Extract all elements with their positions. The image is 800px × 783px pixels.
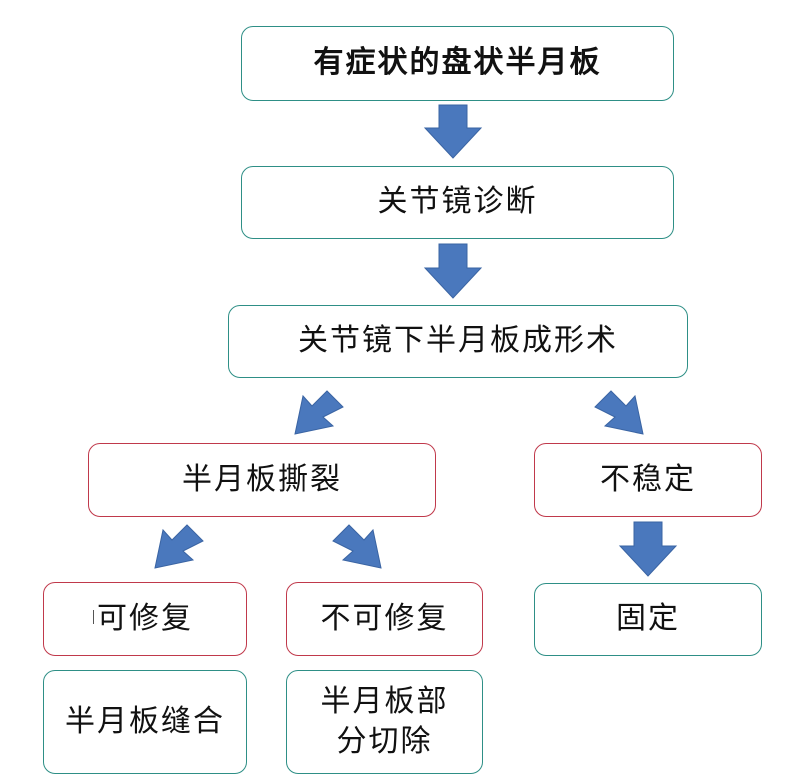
arrow-diag-repairable — [154, 524, 204, 569]
node-meniscus-suture-label: 半月板缝合 — [65, 703, 225, 739]
node-symptomatic-label: 有症状的盘状半月板 — [313, 45, 602, 81]
node-meniscoplasty: 关节镜下半月板成形术 — [228, 305, 688, 378]
node-partial-resection-label: 半月板部分切除 — [320, 683, 449, 760]
arrow-diag-irreparable — [332, 524, 382, 569]
node-repairable: 可修复 — [43, 582, 247, 656]
arrow-diag-unstable — [594, 390, 644, 435]
node-meniscoplasty-label: 关节镜下半月板成形术 — [298, 323, 618, 359]
node-arthroscopy-diagnosis-label: 关节镜诊断 — [377, 184, 538, 220]
node-fixation: 固定 — [534, 583, 762, 656]
node-partial-resection: 半月板部分切除 — [286, 670, 483, 774]
arrow-down-fixation — [618, 521, 678, 577]
node-meniscus-tear: 半月板撕裂 — [88, 443, 436, 517]
node-fixation-label: 固定 — [616, 601, 680, 637]
node-repairable-label: 可修复 — [97, 600, 193, 636]
arrow-down-1 — [423, 104, 483, 159]
node-symptomatic-discoid-meniscus: 有症状的盘状半月板 — [241, 26, 674, 101]
node-unstable-label: 不稳定 — [600, 461, 696, 497]
node-arthroscopy-diagnosis: 关节镜诊断 — [241, 166, 674, 239]
node-unstable: 不稳定 — [534, 443, 762, 517]
node-irreparable: 不可修复 — [286, 582, 483, 656]
node-irreparable-label: 不可修复 — [320, 600, 449, 636]
arrow-down-2 — [423, 243, 483, 299]
text-cursor-mark — [93, 610, 94, 624]
node-meniscus-suture: 半月板缝合 — [43, 670, 247, 774]
node-meniscus-tear-label: 半月板撕裂 — [182, 461, 342, 497]
arrow-diag-tear — [294, 390, 344, 435]
